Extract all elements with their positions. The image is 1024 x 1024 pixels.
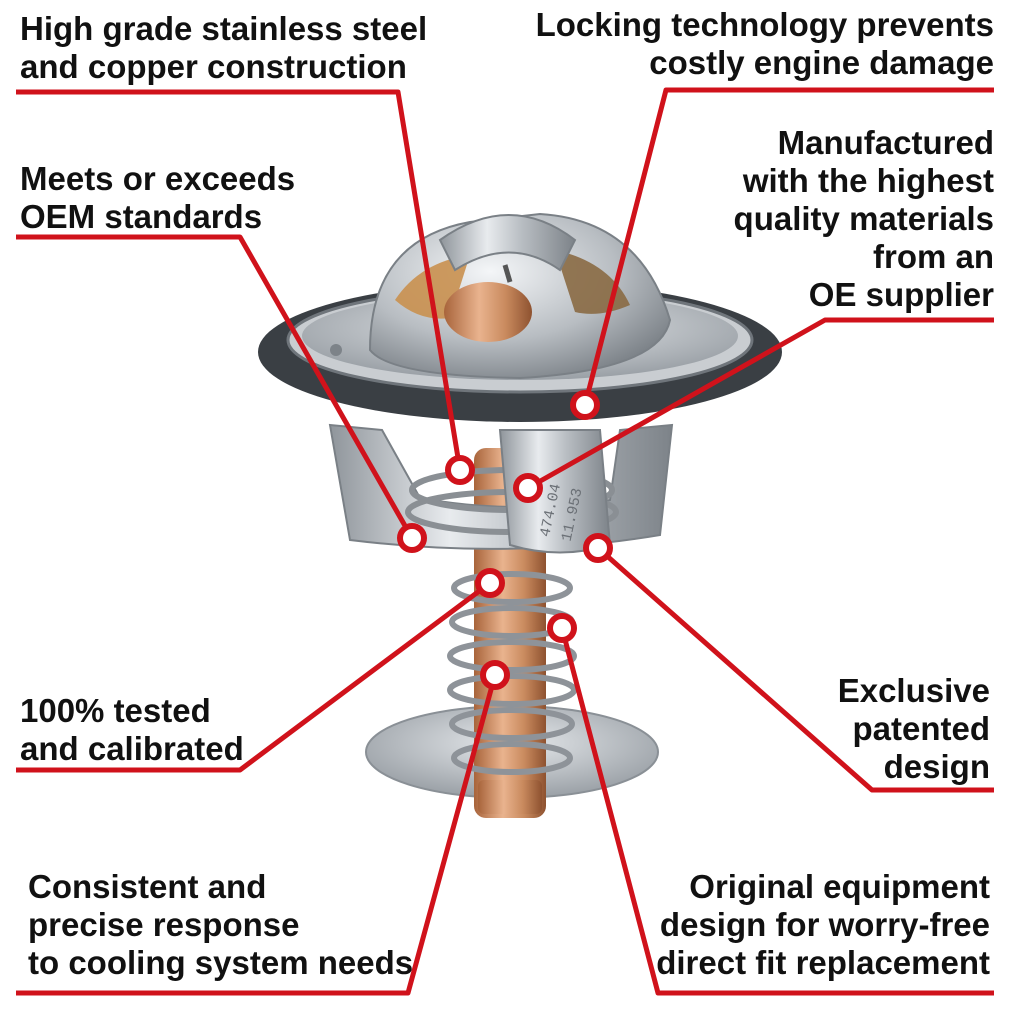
marker-oem bbox=[397, 523, 427, 553]
leader-oem bbox=[16, 234, 415, 540]
callout-response: Consistent and precise response to cooli… bbox=[28, 868, 413, 982]
callout-tested-line-1: 100% tested bbox=[20, 692, 211, 729]
marker-materials bbox=[513, 473, 543, 503]
marker-patented bbox=[583, 533, 613, 563]
callout-materials: Manufactured with the highest quality ma… bbox=[734, 124, 994, 314]
leader-materials bbox=[526, 317, 994, 491]
leader-original bbox=[559, 627, 994, 996]
marker-stainless bbox=[445, 455, 475, 485]
leader-patented bbox=[596, 546, 994, 793]
callout-response-line-2: precise response bbox=[28, 906, 300, 943]
callout-original-line-2: design for worry-free bbox=[659, 906, 990, 943]
marker-response bbox=[480, 660, 510, 690]
leader-stainless bbox=[16, 89, 463, 471]
callout-materials-line-1: Manufactured bbox=[777, 124, 994, 161]
marker-locking bbox=[570, 390, 600, 420]
callout-stainless-line-2: and copper construction bbox=[20, 48, 407, 85]
callout-oem-line-2: OEM standards bbox=[20, 198, 263, 235]
leader-response bbox=[16, 674, 498, 996]
callout-tested: 100% tested and calibrated bbox=[20, 692, 244, 768]
callout-stainless-line-1: High grade stainless steel bbox=[20, 10, 428, 47]
callout-materials-line-3: quality materials bbox=[733, 200, 994, 237]
callout-patented-line-3: design bbox=[883, 748, 990, 785]
callout-response-line-3: to cooling system needs bbox=[28, 944, 414, 981]
callout-oem-line-1: Meets or exceeds bbox=[20, 160, 296, 197]
leader-locking bbox=[582, 87, 994, 406]
callout-patented: Exclusive patented design bbox=[838, 672, 990, 786]
leader-tested bbox=[16, 580, 492, 773]
leader-lines bbox=[16, 87, 994, 996]
marker-tested bbox=[475, 568, 505, 598]
callout-original: Original equipment design for worry-free… bbox=[656, 868, 990, 982]
callout-locking: Locking technology prevents costly engin… bbox=[536, 6, 994, 82]
callout-original-line-3: direct fit replacement bbox=[656, 944, 990, 981]
callout-tested-line-2: and calibrated bbox=[20, 730, 244, 767]
callout-materials-line-4: from an bbox=[872, 238, 994, 275]
callout-patented-line-2: patented bbox=[852, 710, 990, 747]
callout-stainless: High grade stainless steel and copper co… bbox=[20, 10, 427, 86]
callout-materials-line-2: with the highest bbox=[742, 162, 994, 199]
callout-markers bbox=[397, 390, 613, 690]
lower-spring bbox=[447, 571, 577, 775]
callout-locking-line-2: costly engine damage bbox=[649, 44, 994, 81]
callout-original-line-1: Original equipment bbox=[689, 868, 990, 905]
callout-patented-line-1: Exclusive bbox=[837, 672, 990, 709]
callout-oem: Meets or exceeds OEM standards bbox=[20, 160, 295, 236]
callout-locking-line-1: Locking technology prevents bbox=[535, 6, 994, 43]
callout-response-line-1: Consistent and bbox=[28, 868, 267, 905]
marker-original bbox=[547, 613, 577, 643]
callout-materials-line-5: OE supplier bbox=[808, 276, 994, 313]
